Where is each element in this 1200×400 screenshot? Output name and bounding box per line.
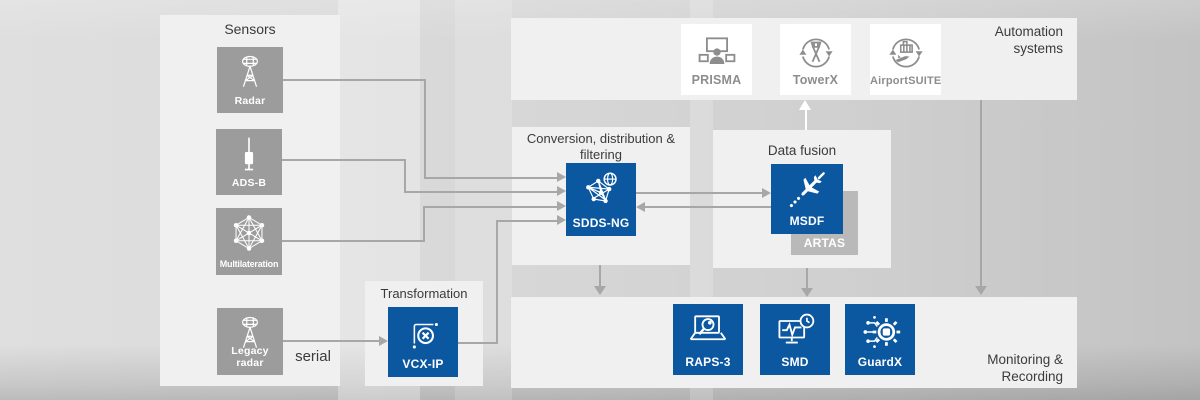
network-globe-icon xyxy=(566,170,636,210)
arrowhead xyxy=(379,336,388,346)
serial-annotation: serial xyxy=(295,348,331,365)
conversion-title-line2: filtering xyxy=(580,147,622,162)
node-smd: SMD xyxy=(760,304,830,375)
node-label: Multilateration xyxy=(219,259,279,269)
conversion-panel-title: Conversion, distribution & filtering xyxy=(512,131,690,163)
radar-tower-icon xyxy=(217,52,283,92)
node-sdds-ng: SDDS-NG xyxy=(566,163,636,236)
node-label: Radar xyxy=(234,95,266,107)
conversion-title-line1: Conversion, distribution & xyxy=(526,131,676,146)
arrowhead xyxy=(975,286,987,295)
monitor-pulse-clock-icon xyxy=(760,313,830,351)
connector-line xyxy=(458,342,498,344)
arrowhead xyxy=(801,288,813,297)
airport-cycle-icon xyxy=(870,32,941,74)
monitoring-title-line2: Recording xyxy=(1001,369,1063,384)
node-label: GuardX xyxy=(857,355,903,369)
monitoring-title-line1: Monitoring & xyxy=(987,352,1063,367)
connector-line xyxy=(806,268,808,288)
node-label: TowerX xyxy=(792,73,839,87)
automation-title-line2: systems xyxy=(1013,41,1063,56)
node-label: MSDF xyxy=(789,214,825,228)
arrowhead xyxy=(594,286,606,295)
laptop-magnifier-icon xyxy=(673,314,743,348)
connector-line xyxy=(424,79,426,178)
node-vcx-ip: VCX-IP xyxy=(388,307,458,377)
transformation-panel-title: Transformation xyxy=(380,286,468,301)
automation-title-line1: Automation xyxy=(994,24,1063,39)
tower-cycle-icon xyxy=(780,32,851,74)
node-label: RAPS-3 xyxy=(685,355,731,369)
connector-line xyxy=(282,159,405,161)
node-adsb: ADS-B xyxy=(216,129,282,195)
monitoring-panel-title: Monitoring & Recording xyxy=(863,351,1063,385)
node-label: PRISMA xyxy=(691,73,742,87)
node-legacy-radar: Legacy radar xyxy=(217,308,283,375)
airplane-trail-icon xyxy=(766,149,848,231)
arrowhead xyxy=(762,188,771,198)
sensors-panel-title: Sensors xyxy=(224,21,276,37)
connector-line xyxy=(404,191,557,193)
connector-line xyxy=(599,265,601,286)
arrowhead xyxy=(557,201,566,211)
connector-line xyxy=(424,177,557,179)
node-label: ADS-B xyxy=(231,177,267,189)
node-airportsuite: AirportSUITE xyxy=(870,24,941,95)
gear-circuit-icon xyxy=(845,313,915,351)
node-radar: Radar xyxy=(217,47,283,113)
antenna-icon xyxy=(216,134,282,174)
arrowhead xyxy=(557,172,566,182)
node-label: SDDS-NG xyxy=(572,216,630,230)
mesh-network-icon xyxy=(216,213,282,253)
operator-display-icon xyxy=(681,34,752,72)
node-prisma: PRISMA xyxy=(681,24,752,95)
node-msdf: MSDF xyxy=(771,164,843,234)
connector-line xyxy=(282,240,424,242)
arrowhead xyxy=(557,215,566,225)
node-label: Legacy radar xyxy=(231,345,269,369)
connector-line xyxy=(645,206,771,208)
node-raps3: RAPS-3 xyxy=(673,304,743,375)
node-guardx: GuardX xyxy=(845,304,915,375)
connector-line xyxy=(805,110,807,130)
node-label: VCX-IP xyxy=(402,357,444,371)
connector-line xyxy=(283,340,379,342)
connector-line xyxy=(283,79,426,81)
transform-axes-icon xyxy=(388,315,458,353)
arrowhead xyxy=(636,202,645,212)
connector-line xyxy=(980,100,982,286)
connector-line xyxy=(636,192,762,194)
automation-panel-title: Automation systems xyxy=(863,23,1063,57)
connector-line xyxy=(496,220,557,222)
node-label: SMD xyxy=(781,355,809,369)
arrowhead xyxy=(557,186,566,196)
connector-line xyxy=(496,220,498,344)
radar-tower-icon xyxy=(217,313,283,353)
connector-line xyxy=(404,159,406,193)
node-label: ARTAS xyxy=(803,236,846,250)
node-multilateration: Multilateration xyxy=(216,208,282,275)
arrowhead xyxy=(799,100,811,110)
data-fusion-panel-title: Data fusion xyxy=(767,143,837,158)
node-towerx: TowerX xyxy=(780,24,851,95)
connector-line xyxy=(423,206,557,208)
node-label: AirportSUITE xyxy=(870,75,942,87)
connector-line xyxy=(423,206,425,242)
